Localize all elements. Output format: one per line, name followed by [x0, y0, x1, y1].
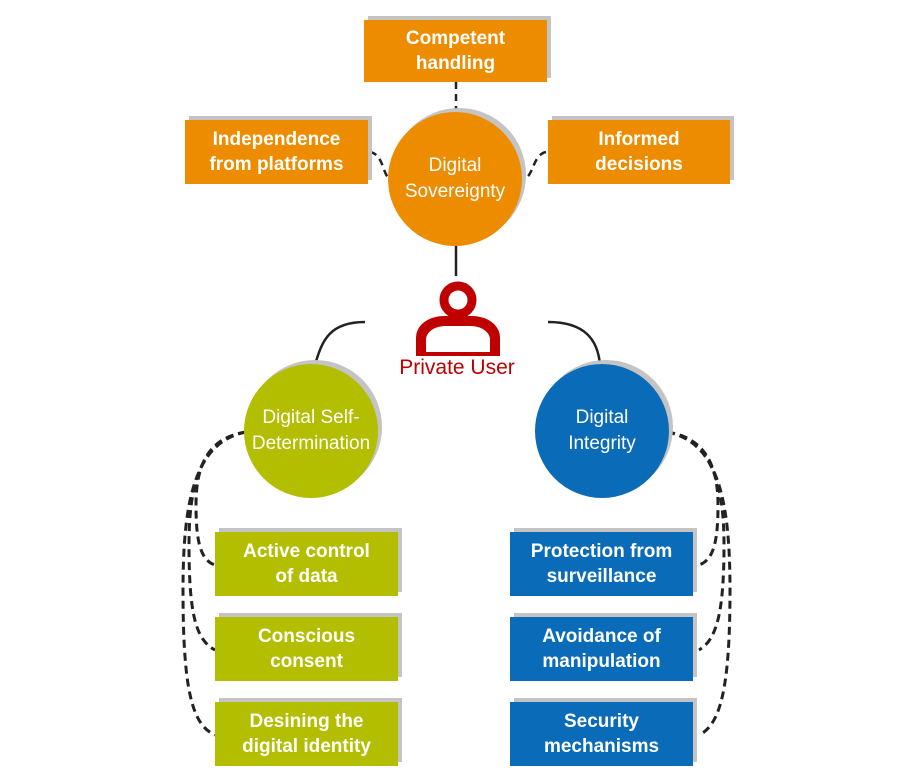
connector-user-integrity: [547, 320, 602, 366]
avoidance-manipulation-label: Avoidance of manipulation: [542, 626, 661, 672]
connector-sovereignty-right: [521, 150, 547, 182]
protection-surveillance-label: Protection from surveillance: [530, 541, 673, 587]
independence-label: Independence from platforms: [209, 129, 344, 175]
user-icon: [416, 281, 500, 356]
digital-self-determination-label: Digital Self- Determination: [251, 407, 371, 454]
digital-self-determination-node: Digital Self- Determination: [244, 364, 378, 498]
informed-decisions-label: Informed decisions: [595, 129, 683, 175]
connector-sd-item2: [187, 430, 247, 652]
informed-decisions-box: Informed decisions: [548, 120, 730, 184]
competent-handling-box: Competent handling: [364, 20, 547, 82]
digital-identity-label: Desining the digital identity: [242, 711, 371, 757]
connector-int-item2: [666, 430, 726, 652]
digital-sovereignty-label: Digital Sovereignty: [404, 155, 506, 202]
digital-integrity-label: Digital Integrity: [568, 407, 636, 454]
private-user-label: Private User: [399, 356, 515, 379]
security-mechanisms-label: Security mechanisms: [543, 711, 660, 757]
connector-sovereignty-left: [369, 150, 393, 182]
avoidance-manipulation-box: Avoidance of manipulation: [510, 617, 693, 681]
security-mechanisms-box: Security mechanisms: [510, 702, 693, 766]
connector-sd-item3: [181, 430, 247, 737]
connector-int-item3: [666, 430, 732, 737]
protection-surveillance-box: Protection from surveillance: [510, 532, 693, 596]
digital-identity-box: Desining the digital identity: [215, 702, 398, 766]
active-control-box: Active control of data: [215, 532, 398, 596]
connector-user-selfdetermination: [313, 320, 366, 366]
active-control-label: Active control of data: [243, 541, 370, 587]
digital-integrity-node: Digital Integrity: [535, 364, 669, 498]
digital-sovereignty-node: Digital Sovereignty: [388, 112, 522, 246]
conscious-consent-box: Conscious consent: [215, 617, 398, 681]
conscious-consent-label: Conscious consent: [257, 626, 356, 672]
competent-handling-label: Competent handling: [405, 28, 506, 74]
independence-box: Independence from platforms: [185, 120, 368, 184]
